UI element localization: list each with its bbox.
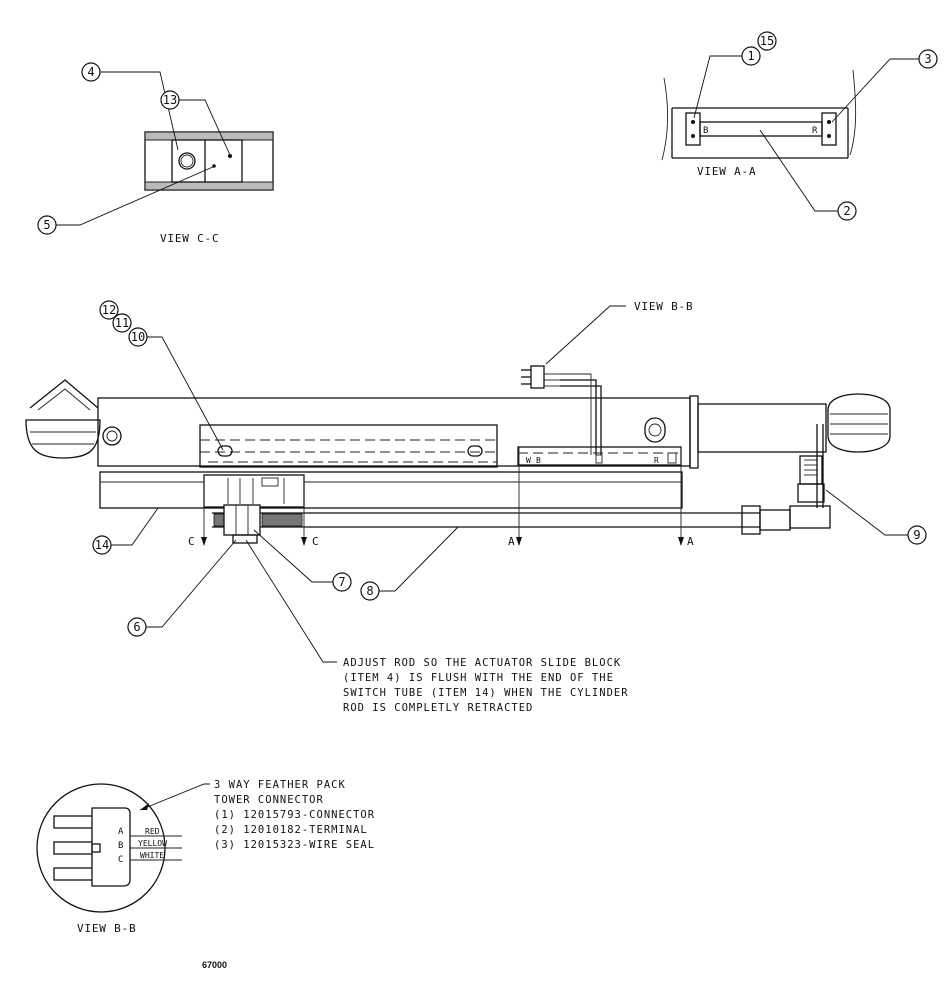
- leader-3: [831, 58, 919, 123]
- svg-text:4: 4: [87, 65, 94, 79]
- figure-number: 67000: [202, 960, 227, 970]
- leader-7: [253, 529, 333, 583]
- leader-13: [179, 99, 231, 156]
- svg-text:B: B: [703, 126, 708, 136]
- svg-text:3: 3: [924, 52, 931, 66]
- view-aa-label: VIEW A-A: [697, 165, 756, 178]
- svg-text:W: W: [526, 456, 531, 465]
- view-bb-callout-label: VIEW B-B: [634, 300, 693, 313]
- leader-4: [100, 71, 179, 151]
- section-c-left: C: [188, 535, 195, 548]
- view-bb-detail: [36, 783, 182, 913]
- svg-text:B: B: [536, 456, 541, 465]
- balloon-4: 4: [81, 62, 101, 82]
- balloon-12: 12: [99, 300, 119, 320]
- svg-text:13: 13: [163, 93, 177, 107]
- note-line-1: ADJUST ROD SO THE ACTUATOR SLIDE BLOCK: [343, 657, 621, 669]
- balloon-9: 9: [907, 525, 927, 545]
- view-aa-detail: B R: [661, 69, 857, 161]
- connector-line-5: (3) 12015323-WIRE SEAL: [214, 839, 375, 851]
- leader-10: [147, 336, 224, 451]
- wire-white-label: WHITE: [140, 851, 164, 860]
- pin-a-label: A: [118, 827, 124, 837]
- connector-line-3: (1) 12015793-CONNECTOR: [214, 809, 375, 821]
- svg-text:R: R: [654, 456, 659, 465]
- svg-text:15: 15: [760, 34, 774, 48]
- leader-view-bb: [545, 305, 626, 365]
- cylinder-assembly: W B R: [25, 373, 891, 544]
- section-c-right: C: [312, 535, 319, 548]
- connector-callout-icon: [521, 365, 560, 389]
- leader-note: [245, 539, 337, 663]
- connector-line-2: TOWER CONNECTOR: [214, 794, 324, 806]
- balloon-15: 15: [757, 31, 777, 51]
- pin-c-label: C: [118, 855, 123, 865]
- leader-5: [56, 165, 216, 226]
- svg-text:10: 10: [131, 330, 145, 344]
- svg-text:R: R: [812, 126, 818, 136]
- view-cc-detail: [144, 131, 274, 191]
- svg-text:7: 7: [338, 575, 345, 589]
- svg-text:9: 9: [913, 528, 920, 542]
- svg-text:12: 12: [102, 303, 116, 317]
- section-cut-lines: [201, 447, 684, 546]
- balloon-3: 3: [918, 49, 938, 69]
- leader-connector: [139, 783, 210, 811]
- note-line-3: SWITCH TUBE (ITEM 14) WHEN THE CYLINDER: [343, 687, 629, 699]
- wire-red-label: RED: [145, 827, 160, 836]
- leader-1: [693, 55, 742, 119]
- leader-9: [825, 489, 908, 536]
- connector-line-1: 3 WAY FEATHER PACK: [214, 779, 346, 791]
- balloon-8: 8: [360, 581, 380, 601]
- balloon-2: 2: [837, 201, 857, 221]
- balloon-1: 1: [741, 46, 761, 66]
- svg-text:11: 11: [115, 316, 129, 330]
- leader-14: [111, 507, 159, 546]
- svg-text:2: 2: [843, 204, 850, 218]
- leader-6: [146, 539, 237, 628]
- svg-text:5: 5: [43, 218, 50, 232]
- section-a-right: A: [687, 535, 694, 548]
- balloon-7: 7: [332, 572, 352, 592]
- svg-text:14: 14: [95, 538, 109, 552]
- svg-text:1: 1: [747, 49, 754, 63]
- svg-text:6: 6: [133, 620, 140, 634]
- balloon-10: 10: [128, 327, 148, 347]
- view-bb-label: VIEW B-B: [77, 922, 136, 935]
- leader-2: [759, 129, 838, 212]
- balloon-6: 6: [127, 617, 147, 637]
- connector-line-4: (2) 12010182-TERMINAL: [214, 824, 368, 836]
- note-line-2: (ITEM 4) IS FLUSH WITH THE END OF THE: [343, 672, 614, 684]
- balloon-5: 5: [37, 215, 57, 235]
- leader-8: [379, 526, 459, 592]
- balloon-14: 14: [92, 535, 112, 555]
- note-line-4: ROD IS COMPLETLY RETRACTED: [343, 702, 533, 714]
- section-a-left: A: [508, 535, 515, 548]
- view-cc-label: VIEW C-C: [160, 232, 219, 245]
- balloon-13: 13: [160, 90, 180, 110]
- balloon-11: 11: [112, 313, 132, 333]
- svg-text:8: 8: [366, 584, 373, 598]
- pin-b-label: B: [118, 841, 123, 851]
- wire-yellow-label: YELLOW: [138, 839, 167, 848]
